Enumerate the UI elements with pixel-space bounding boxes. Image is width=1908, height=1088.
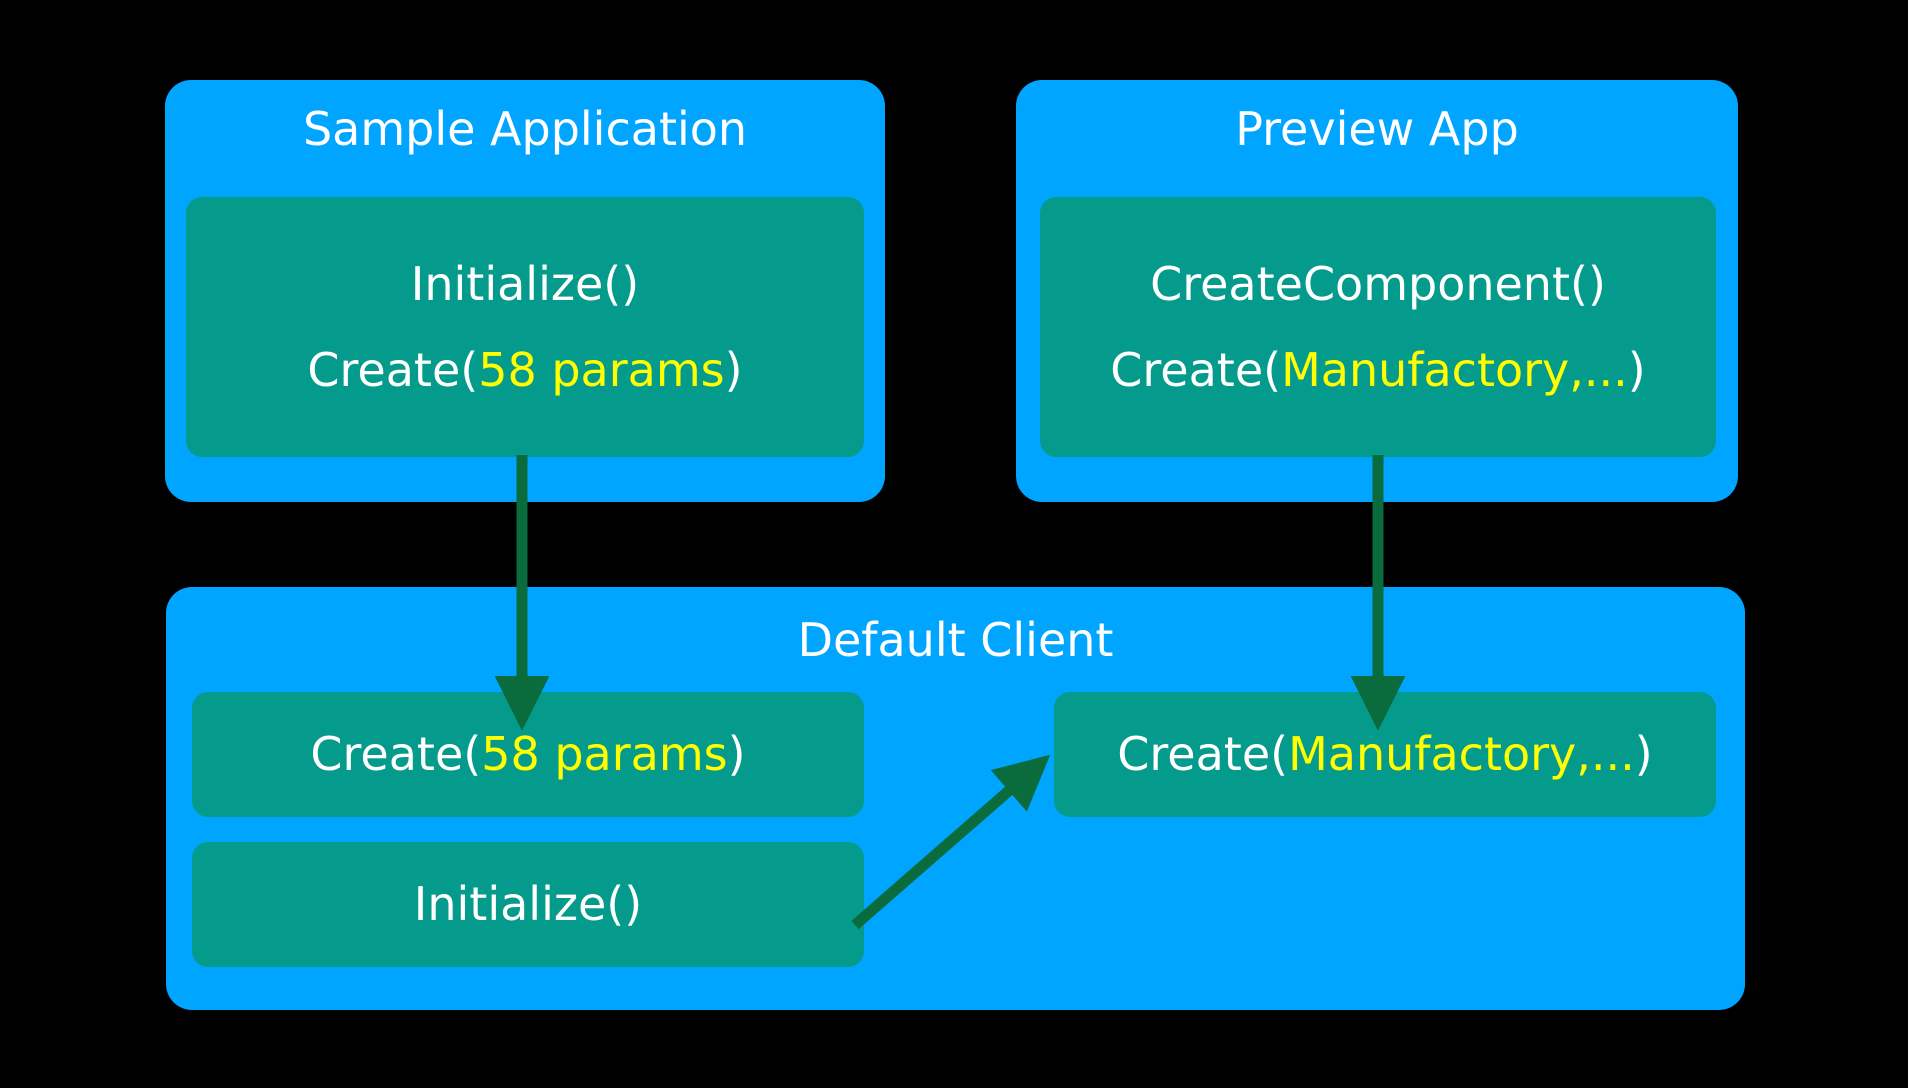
method-box-client-initialize[interactable]: Initialize()	[192, 842, 864, 967]
method-text-prefix: Create(	[307, 342, 479, 397]
method-text-prefix: Initialize()	[413, 877, 643, 932]
method-text-highlight: 58 params	[481, 727, 728, 782]
method-text-suffix: )	[1627, 342, 1646, 397]
method-text-suffix: )	[1634, 727, 1653, 782]
method-label-client-create-manufactory: Create(Manufactory,...)	[1117, 728, 1652, 781]
method-text-highlight: Manufactory,...	[1281, 342, 1628, 397]
app-box-sample-application[interactable]: Sample Application Initialize() Create(5…	[165, 80, 885, 502]
method-text-prefix: CreateComponent()	[1150, 256, 1606, 311]
method-text-suffix: )	[724, 342, 743, 397]
method-label-create-manufactory: Create(Manufactory,...)	[1110, 342, 1646, 397]
app-title-default-client: Default Client	[797, 613, 1114, 667]
method-text-prefix: Create(	[310, 727, 482, 782]
method-box-client-create-58-params[interactable]: Create(58 params)	[192, 692, 864, 817]
method-text-highlight: Manufactory,...	[1288, 727, 1635, 782]
method-label-initialize: Initialize()	[410, 256, 640, 311]
app-box-default-client[interactable]: Default Client Create(58 params) Initial…	[166, 587, 1745, 1010]
method-label-client-create-58-params: Create(58 params)	[310, 728, 745, 781]
method-text-highlight: 58 params	[478, 342, 725, 397]
method-text-suffix: )	[727, 727, 746, 782]
method-text-prefix: Initialize()	[410, 256, 640, 311]
method-label-client-initialize: Initialize()	[414, 878, 642, 931]
method-group-preview-app[interactable]: CreateComponent() Create(Manufactory,...…	[1040, 197, 1716, 457]
app-title-sample-application: Sample Application	[302, 102, 748, 156]
method-text-prefix: Create(	[1117, 727, 1289, 782]
method-label-create-58-params: Create(58 params)	[307, 342, 743, 397]
method-text-prefix: Create(	[1110, 342, 1282, 397]
method-group-sample-application[interactable]: Initialize() Create(58 params)	[186, 197, 864, 457]
app-box-preview-app[interactable]: Preview App CreateComponent() Create(Man…	[1016, 80, 1738, 502]
method-label-createcomponent: CreateComponent()	[1150, 256, 1606, 311]
app-title-preview-app: Preview App	[1235, 102, 1519, 156]
method-box-client-create-manufactory[interactable]: Create(Manufactory,...)	[1054, 692, 1716, 817]
